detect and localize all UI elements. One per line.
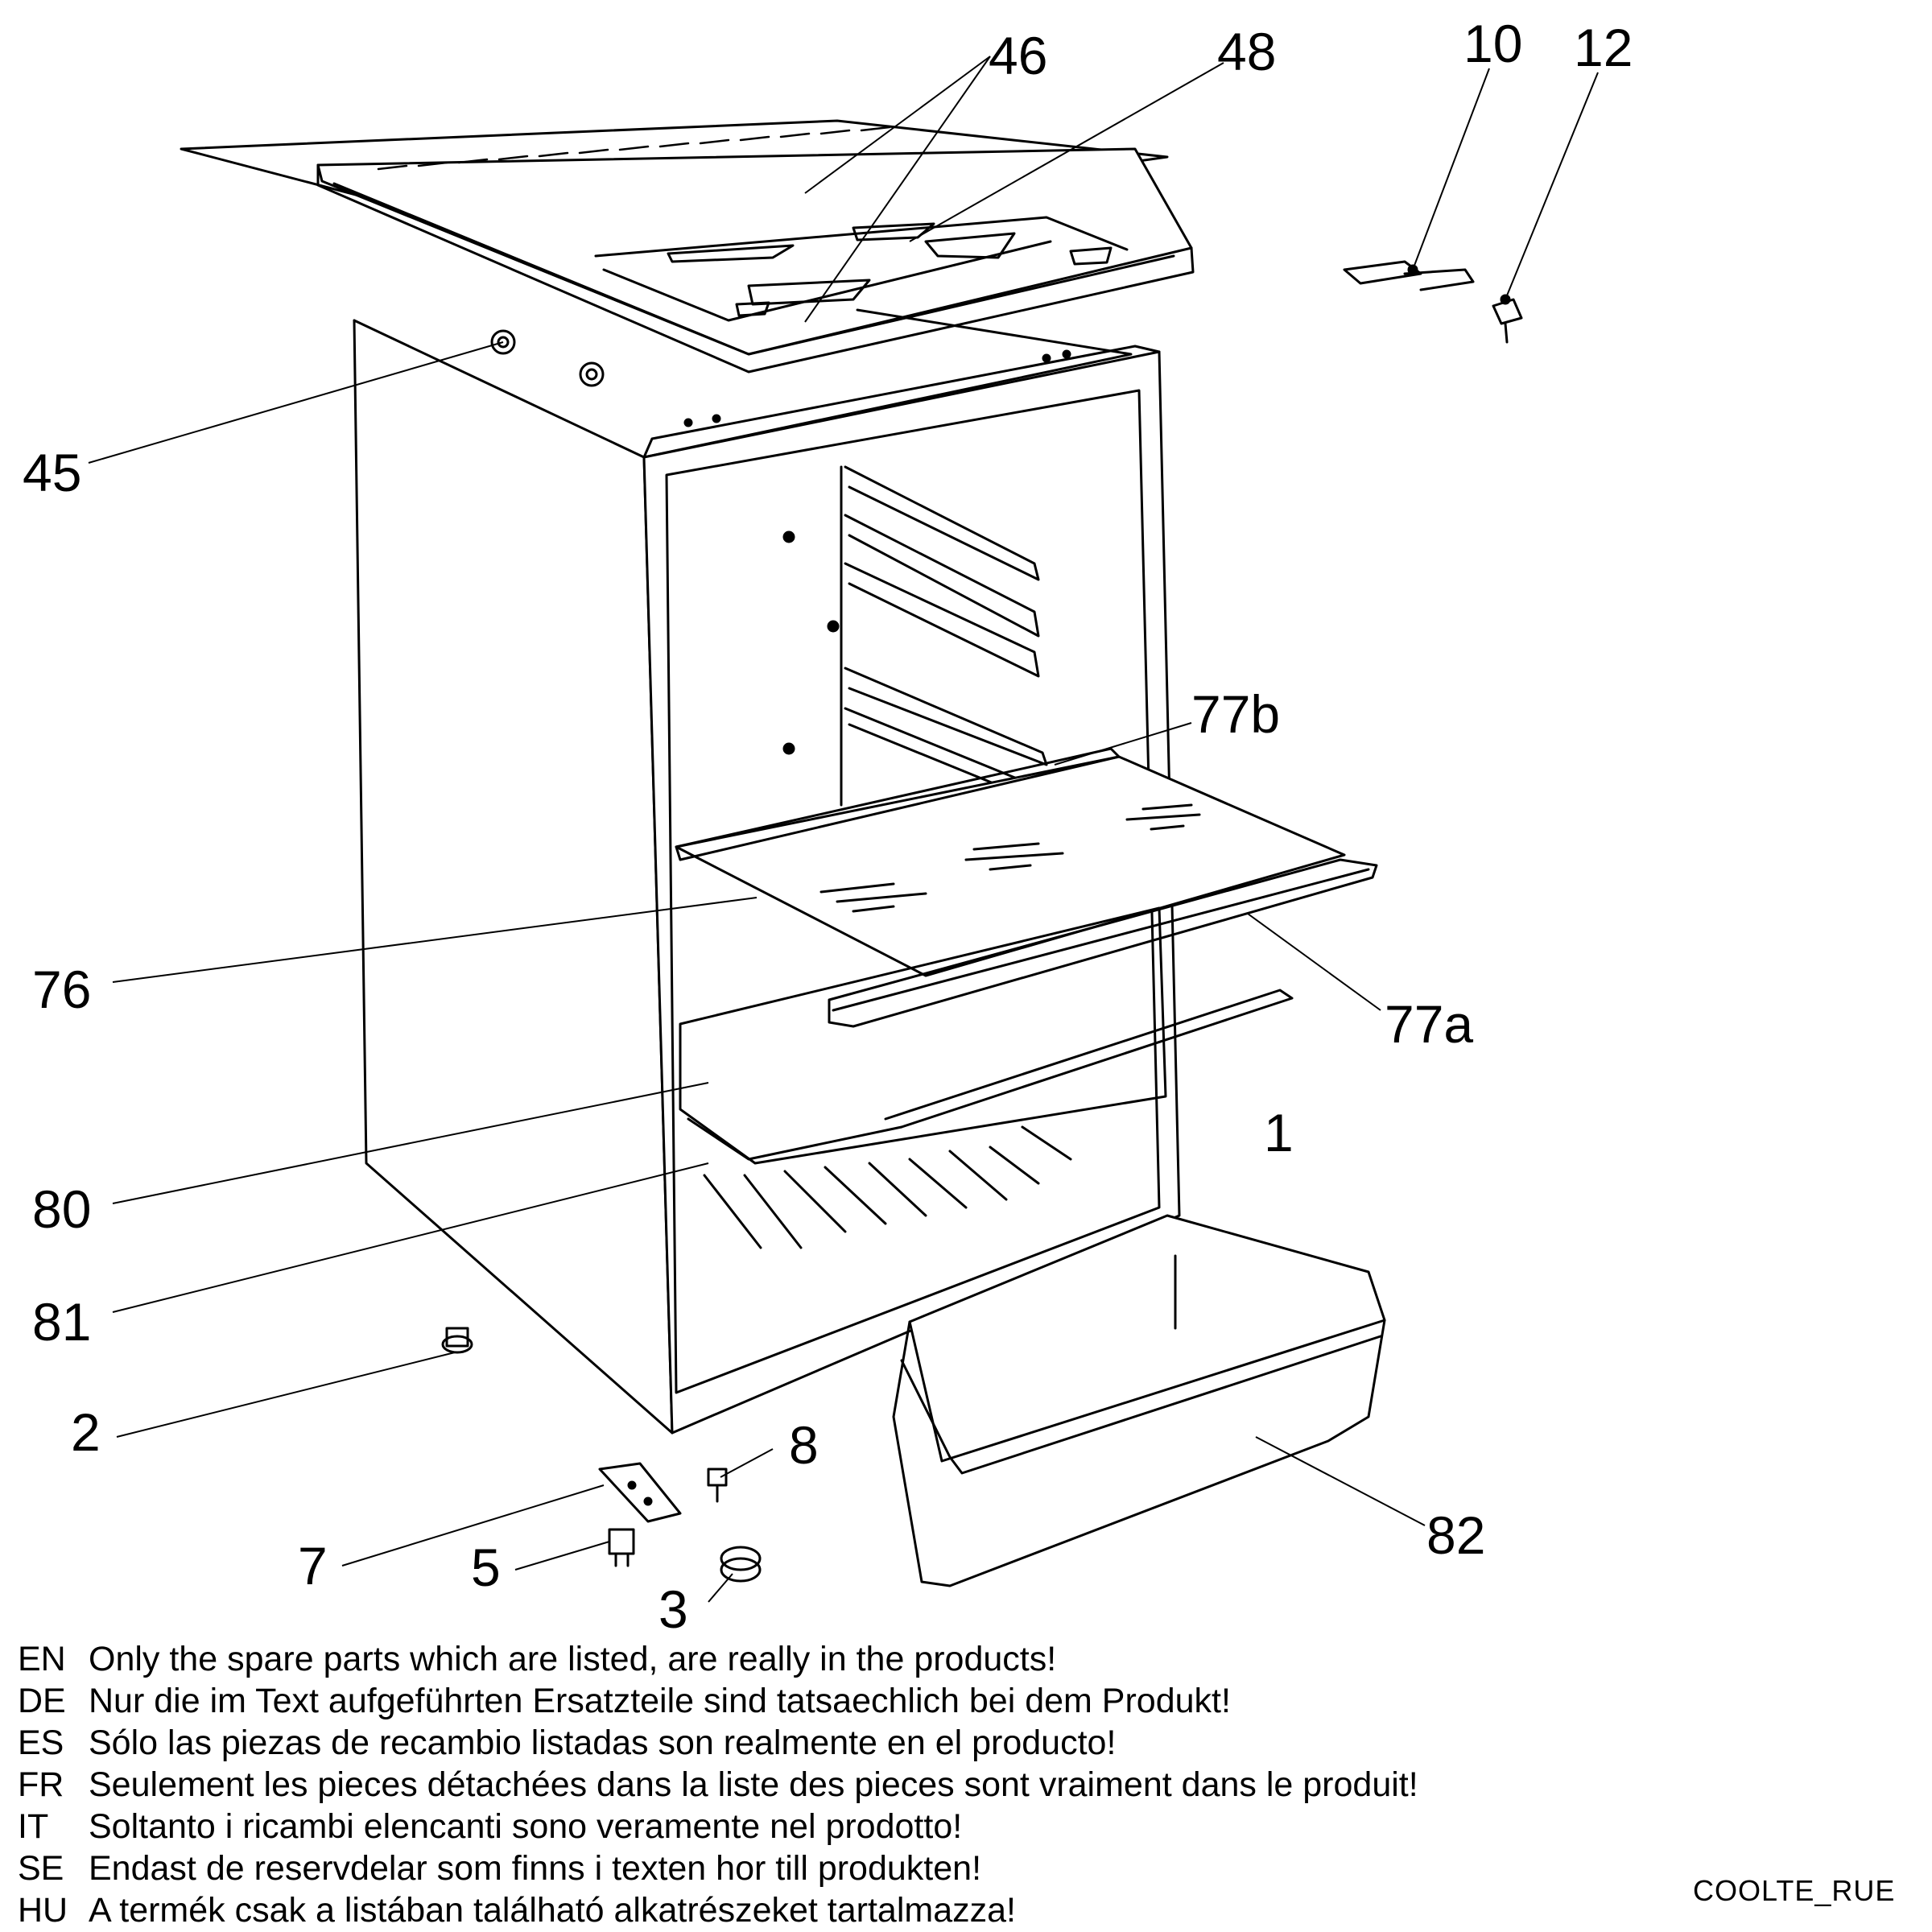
- callout-10: 10: [1463, 14, 1522, 73]
- note-line: EN Only the spare parts which are listed,…: [14, 1638, 1624, 1680]
- glass-shelf: [675, 747, 1378, 1028]
- note-language-code: ES: [18, 1724, 64, 1762]
- note-text: Only the spare parts which are listed, a…: [89, 1640, 1057, 1678]
- drawing-code: COOLTE_RUE: [1693, 1874, 1896, 1907]
- note-line: HU A termék csak a listában található alk…: [14, 1889, 1624, 1931]
- hinge-lower: [598, 1462, 682, 1523]
- callout-76: 76: [32, 960, 91, 1019]
- note-text: Soltanto i ricambi elencanti sono verame…: [89, 1807, 963, 1846]
- callout-45: 45: [23, 443, 81, 502]
- multilingual-notes: EN Only the spare parts which are listed,…: [14, 1638, 1624, 1931]
- callout-5: 5: [471, 1538, 501, 1597]
- callout-82: 82: [1426, 1505, 1485, 1565]
- note-line: ES Sólo las piezas de recambio listadas s…: [14, 1722, 1624, 1764]
- callout-48: 48: [1217, 22, 1276, 81]
- note-language-code: IT: [18, 1807, 49, 1846]
- foot-3: [720, 1546, 762, 1583]
- note-text: Sólo las piezas de recambio listadas son…: [89, 1724, 1117, 1762]
- callout-81: 81: [32, 1292, 91, 1352]
- note-language-code: DE: [18, 1682, 66, 1720]
- note-language-code: SE: [18, 1849, 64, 1888]
- note-line: DE Nur die im Text aufgeführten Ersatztei…: [14, 1680, 1624, 1722]
- callout-8: 8: [789, 1415, 819, 1475]
- note-language-code: FR: [18, 1765, 64, 1804]
- shelf-supports: [840, 465, 1048, 807]
- pin-8: [707, 1468, 728, 1503]
- lower-shelf: [679, 906, 1294, 1249]
- callout-46: 46: [989, 26, 1047, 85]
- callout-7: 7: [298, 1536, 328, 1596]
- crisper-drawer: [892, 1214, 1386, 1587]
- pin-upper: [1492, 294, 1523, 344]
- leader-lines: [88, 56, 1599, 1603]
- foot-2: [441, 1327, 473, 1354]
- note-language-code: HU: [18, 1891, 68, 1930]
- callout-77b: 77b: [1191, 684, 1280, 744]
- note-line: SE Endast de reservdelar som finns i text…: [14, 1847, 1624, 1889]
- hinge-upper: [1343, 260, 1475, 291]
- callout-12: 12: [1574, 18, 1633, 77]
- note-text: Nur die im Text aufgeführten Ersatzteile…: [89, 1682, 1231, 1720]
- callout-1: 1: [1264, 1103, 1294, 1162]
- note-line: FR Seulement les pieces détachées dans la…: [14, 1764, 1624, 1806]
- note-line: IT Soltanto i ricambi elencanti sono vera…: [14, 1806, 1624, 1847]
- part-5: [608, 1528, 635, 1567]
- note-text: Seulement les pieces détachées dans la l…: [89, 1765, 1418, 1804]
- top-vent-slots: [377, 126, 891, 171]
- callout-80: 80: [32, 1179, 91, 1239]
- callout-77a: 77a: [1385, 994, 1473, 1054]
- callout-3: 3: [658, 1579, 688, 1639]
- note-language-code: EN: [18, 1640, 66, 1678]
- top-cover: [180, 119, 1195, 374]
- note-text: Endast de reservdelar som finns i texten…: [89, 1849, 982, 1888]
- callout-2: 2: [71, 1402, 101, 1462]
- note-text: A termék csak a listában található alkat…: [89, 1891, 1016, 1930]
